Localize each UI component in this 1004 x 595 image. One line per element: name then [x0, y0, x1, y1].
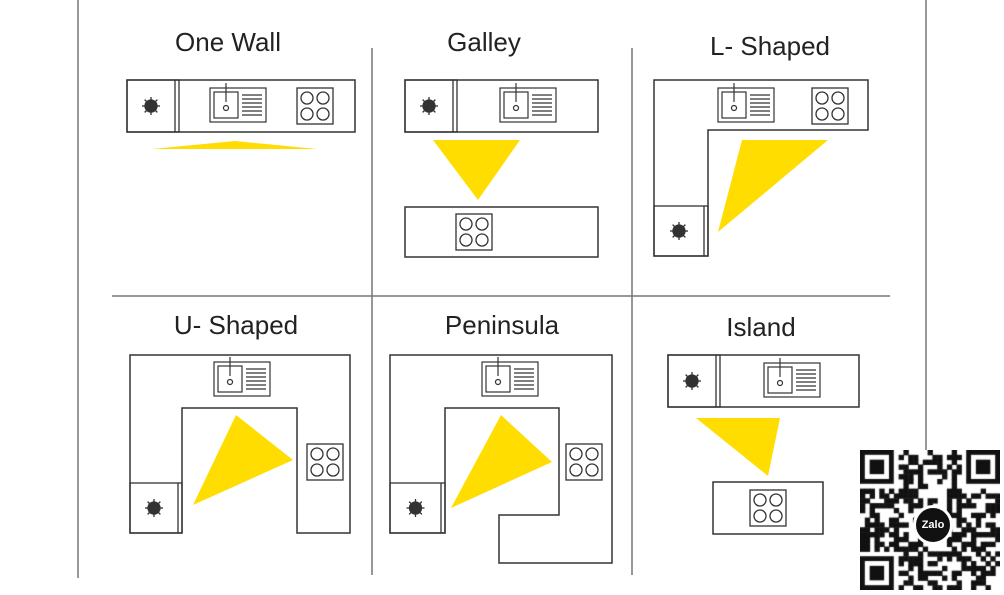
- label-u-shaped: U- Shaped: [173, 310, 299, 340]
- label-l-shaped: L- Shaped: [710, 31, 830, 61]
- island-counter: [712, 481, 824, 535]
- galley-counter-bottom: [404, 206, 599, 258]
- qr-badge: Zalo: [913, 505, 953, 545]
- fixtures: [126, 79, 849, 534]
- l-shaped-sink-icon: [717, 83, 775, 123]
- one-wall-fridge-icon: [126, 79, 180, 133]
- u-shaped-triangle: [193, 415, 293, 505]
- l-shaped-triangle: [718, 140, 828, 232]
- l-shaped-fridge-icon: [653, 205, 709, 257]
- galley-stove-icon: [455, 213, 493, 251]
- peninsula-triangle: [451, 415, 552, 508]
- label-galley: Galley: [447, 27, 521, 57]
- label-peninsula: Peninsula: [444, 310, 560, 340]
- island-triangle: [696, 418, 780, 476]
- peninsula-sink-icon: [481, 357, 539, 397]
- one-wall-sink-icon: [209, 83, 267, 123]
- u-shaped-sink-icon: [213, 357, 271, 397]
- qr-code[interactable]: [860, 450, 1000, 590]
- galley-fridge-icon: [404, 79, 458, 133]
- island-sink-icon: [763, 358, 821, 398]
- label-island: Island: [726, 312, 796, 342]
- peninsula-stove-icon: [565, 443, 603, 481]
- one-wall-stove-icon: [296, 87, 334, 125]
- one-wall-triangle: [152, 141, 317, 149]
- u-shaped-fridge-icon: [129, 482, 183, 534]
- u-shaped-stove-icon: [306, 443, 344, 481]
- label-one-wall: One Wall: [175, 27, 281, 57]
- peninsula-fridge-icon: [389, 482, 446, 534]
- island-fridge-icon: [667, 354, 721, 408]
- galley-sink-icon: [499, 83, 557, 123]
- island-stove-icon: [749, 489, 787, 527]
- l-shaped-stove-icon: [811, 87, 849, 125]
- galley-triangle: [433, 140, 520, 200]
